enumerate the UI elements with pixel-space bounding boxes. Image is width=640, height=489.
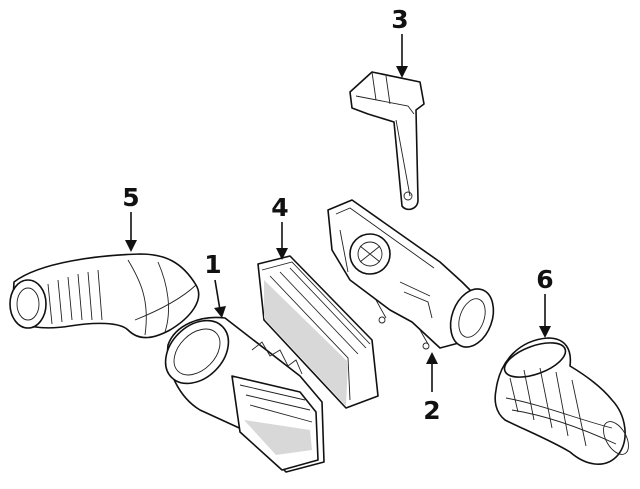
intake-tube[interactable]	[9, 253, 200, 339]
callout-2: 2	[423, 396, 441, 425]
air-cleaner-housing[interactable]	[327, 199, 501, 353]
callout-3: 3	[391, 5, 409, 34]
outlet-hose[interactable]	[494, 336, 634, 465]
air-filter-element[interactable]	[257, 255, 379, 409]
leader-lines	[125, 34, 551, 392]
callout-4: 4	[271, 193, 289, 222]
air-duct-housing[interactable]	[153, 308, 325, 473]
mounting-bracket[interactable]	[349, 71, 425, 211]
callout-1: 1	[204, 250, 222, 279]
callout-6: 6	[536, 265, 554, 294]
callout-5: 5	[122, 183, 140, 212]
